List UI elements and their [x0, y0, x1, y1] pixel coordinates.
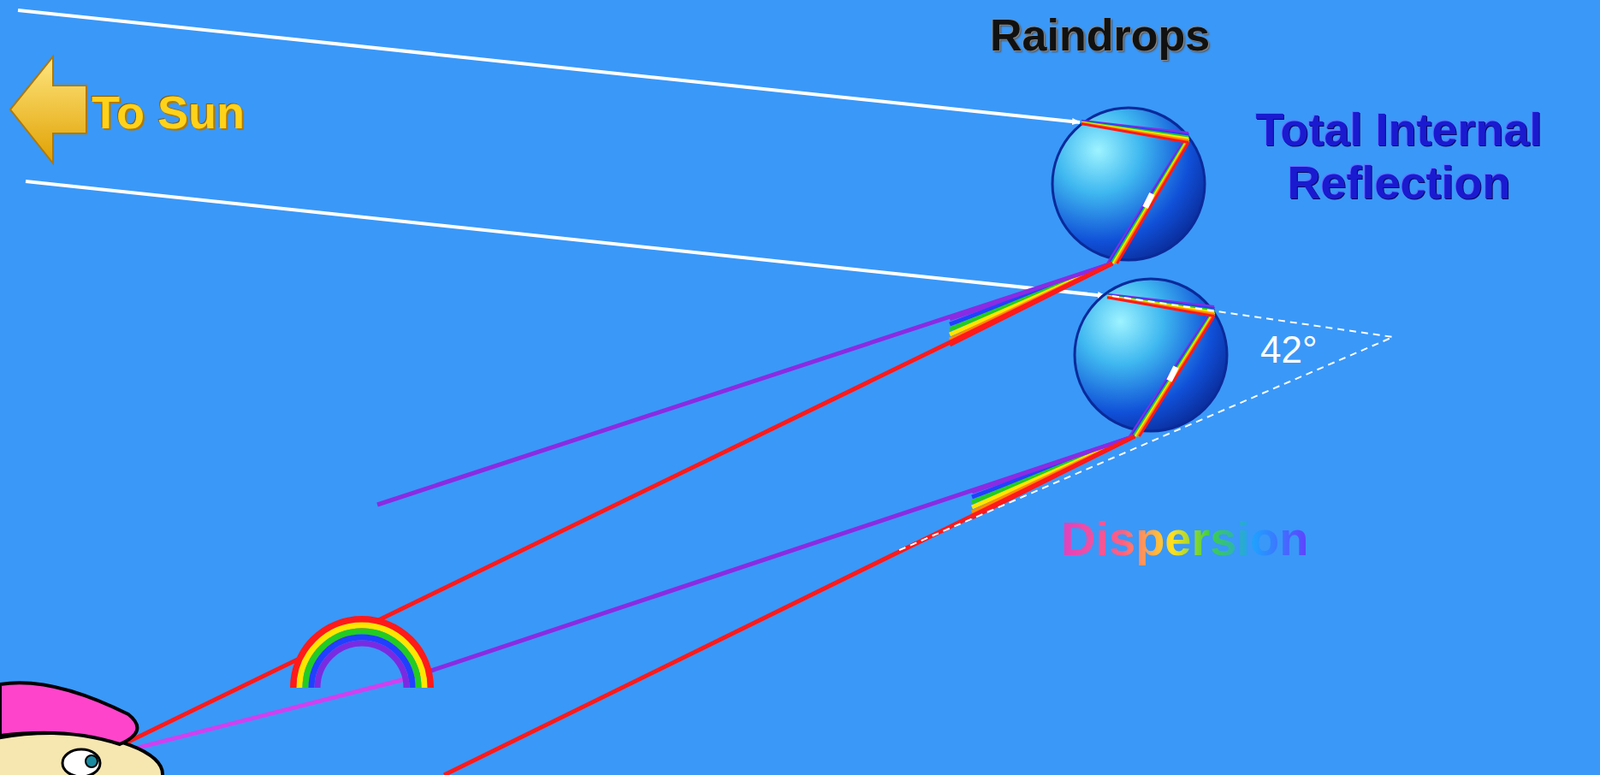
light-ray — [1139, 316, 1215, 438]
light-ray — [1109, 135, 1189, 264]
red-ray — [444, 436, 1135, 775]
sun-label: To Sun — [91, 85, 245, 139]
light-ray — [1145, 194, 1153, 208]
angle-label: 42° — [1260, 328, 1318, 373]
violet-ray — [408, 436, 1135, 679]
light-ray — [1131, 308, 1215, 437]
sun-ray — [25, 181, 1106, 297]
sun-arrow — [10, 56, 87, 164]
reflection-label: Total Internal Reflection — [1214, 102, 1583, 209]
light-ray — [1130, 307, 1215, 438]
violet-ray — [377, 263, 1113, 505]
light-ray — [1133, 310, 1215, 437]
light-ray — [1135, 312, 1215, 437]
light-ray — [1108, 133, 1190, 265]
rainbow-icon — [293, 619, 431, 688]
light-ray — [1117, 142, 1190, 265]
red-ray — [91, 263, 1113, 760]
raindrops-label: Raindrops — [989, 10, 1210, 62]
observer — [0, 682, 163, 775]
light-ray — [1081, 124, 1189, 143]
light-ray — [1111, 136, 1189, 264]
light-ray — [1114, 140, 1189, 264]
light-ray — [1169, 367, 1177, 381]
dispersion-label: Dispersion — [1060, 511, 1309, 567]
internal-rays — [949, 120, 1215, 518]
light-ray — [1107, 297, 1215, 317]
light-ray — [1137, 314, 1215, 437]
light-ray — [1113, 138, 1189, 264]
